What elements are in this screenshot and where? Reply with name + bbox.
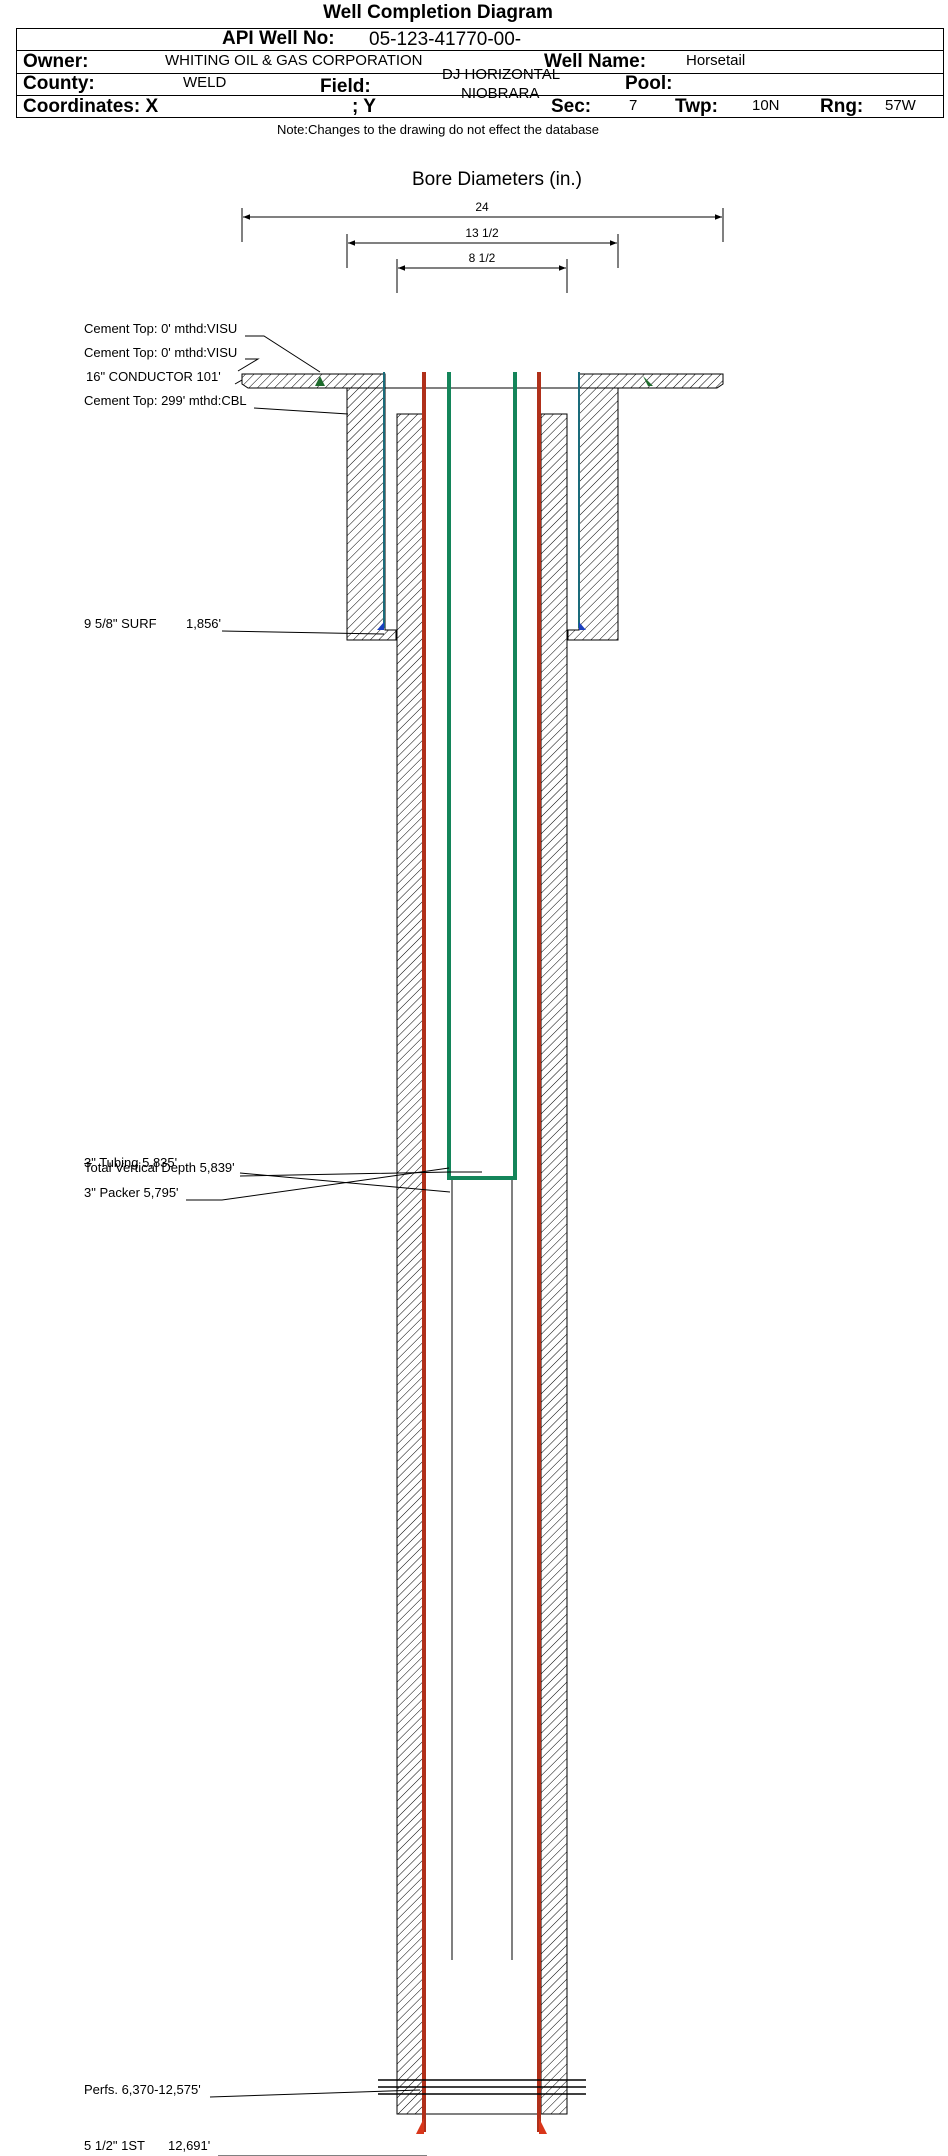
twp-label: Twp: — [675, 96, 718, 117]
conductor-annotation: 16" CONDUCTOR 101' — [86, 369, 221, 384]
well-name-value: Horsetail — [686, 52, 746, 69]
cement-top-annotation-3: Cement Top: 299' mthd:CBL — [84, 393, 247, 408]
bore-dimension-24: 24 — [241, 200, 724, 242]
leader-lines — [186, 335, 482, 2156]
bore-dimension-8-1-2: 8 1/2 — [396, 251, 568, 293]
perforations — [378, 2079, 586, 2095]
sec-value: 7 — [629, 97, 638, 114]
well-name-label: Well Name: — [544, 51, 647, 72]
api-well-label: API Well No: — [222, 28, 335, 49]
surface-casing-cement — [346, 387, 619, 641]
rng-value: 57W — [885, 97, 916, 114]
county-label: County: — [23, 73, 95, 94]
rng-label: Rng: — [820, 96, 864, 117]
bore-dim-label-13-1-2: 13 1/2 — [465, 226, 499, 240]
production-casing-depth: 12,691' — [168, 2138, 210, 2153]
field-value-line1: DJ HORIZONTAL — [442, 66, 561, 83]
production-casing-cement — [396, 413, 568, 2115]
coordinates-y-label: ; Y — [352, 96, 376, 117]
field-label: Field: — [320, 76, 371, 97]
well-header-table: API Well No: 05-123-41770-00- Owner: WHI… — [16, 28, 944, 118]
total-vertical-depth-annotation: Total Vertical Depth 5,839' — [84, 1160, 235, 1175]
field-value-line2: NIOBRARA — [461, 85, 540, 102]
surface-casing — [377, 372, 586, 630]
surface-casing-annotation: 9 5/8" SURF — [84, 616, 157, 631]
conductor-cement — [241, 373, 724, 389]
bore-title: Bore Diameters (in.) — [412, 169, 582, 190]
bore-dim-label-8-1-2: 8 1/2 — [469, 251, 496, 265]
cement-top-annotation-2: Cement Top: 0' mthd:VISU — [84, 345, 237, 360]
sec-label: Sec: — [551, 96, 592, 117]
tubing — [447, 372, 517, 1180]
bore-dimension-13-1-2: 13 1/2 — [346, 226, 619, 268]
twp-value: 10N — [752, 97, 780, 114]
owner-label: Owner: — [23, 51, 89, 72]
tubing-annotation: 3" Tubing 5,835' — [84, 1155, 177, 1170]
bore-dim-label-24: 24 — [475, 200, 489, 214]
diagram-title: Well Completion Diagram — [323, 2, 553, 23]
cement-top-annotation-1: Cement Top: 0' mthd:VISU — [84, 321, 237, 336]
inner-liner-lines — [451, 1180, 513, 1960]
perforations-annotation: Perfs. 6,370-12,575' — [84, 2082, 201, 2097]
county-value: WELD — [183, 74, 227, 91]
surface-casing-depth: 1,856' — [186, 616, 221, 631]
coordinates-label: Coordinates: X — [23, 96, 159, 117]
production-casing — [416, 372, 547, 2134]
api-well-value: 05-123-41770-00- — [369, 29, 522, 50]
production-casing-annotation: 5 1/2" 1ST — [84, 2138, 145, 2153]
packer-annotation: 3" Packer 5,795' — [84, 1185, 179, 1200]
pool-label: Pool: — [625, 73, 673, 94]
owner-value: WHITING OIL & GAS CORPORATION — [165, 52, 423, 69]
database-note: Note:Changes to the drawing do not effec… — [276, 122, 600, 137]
